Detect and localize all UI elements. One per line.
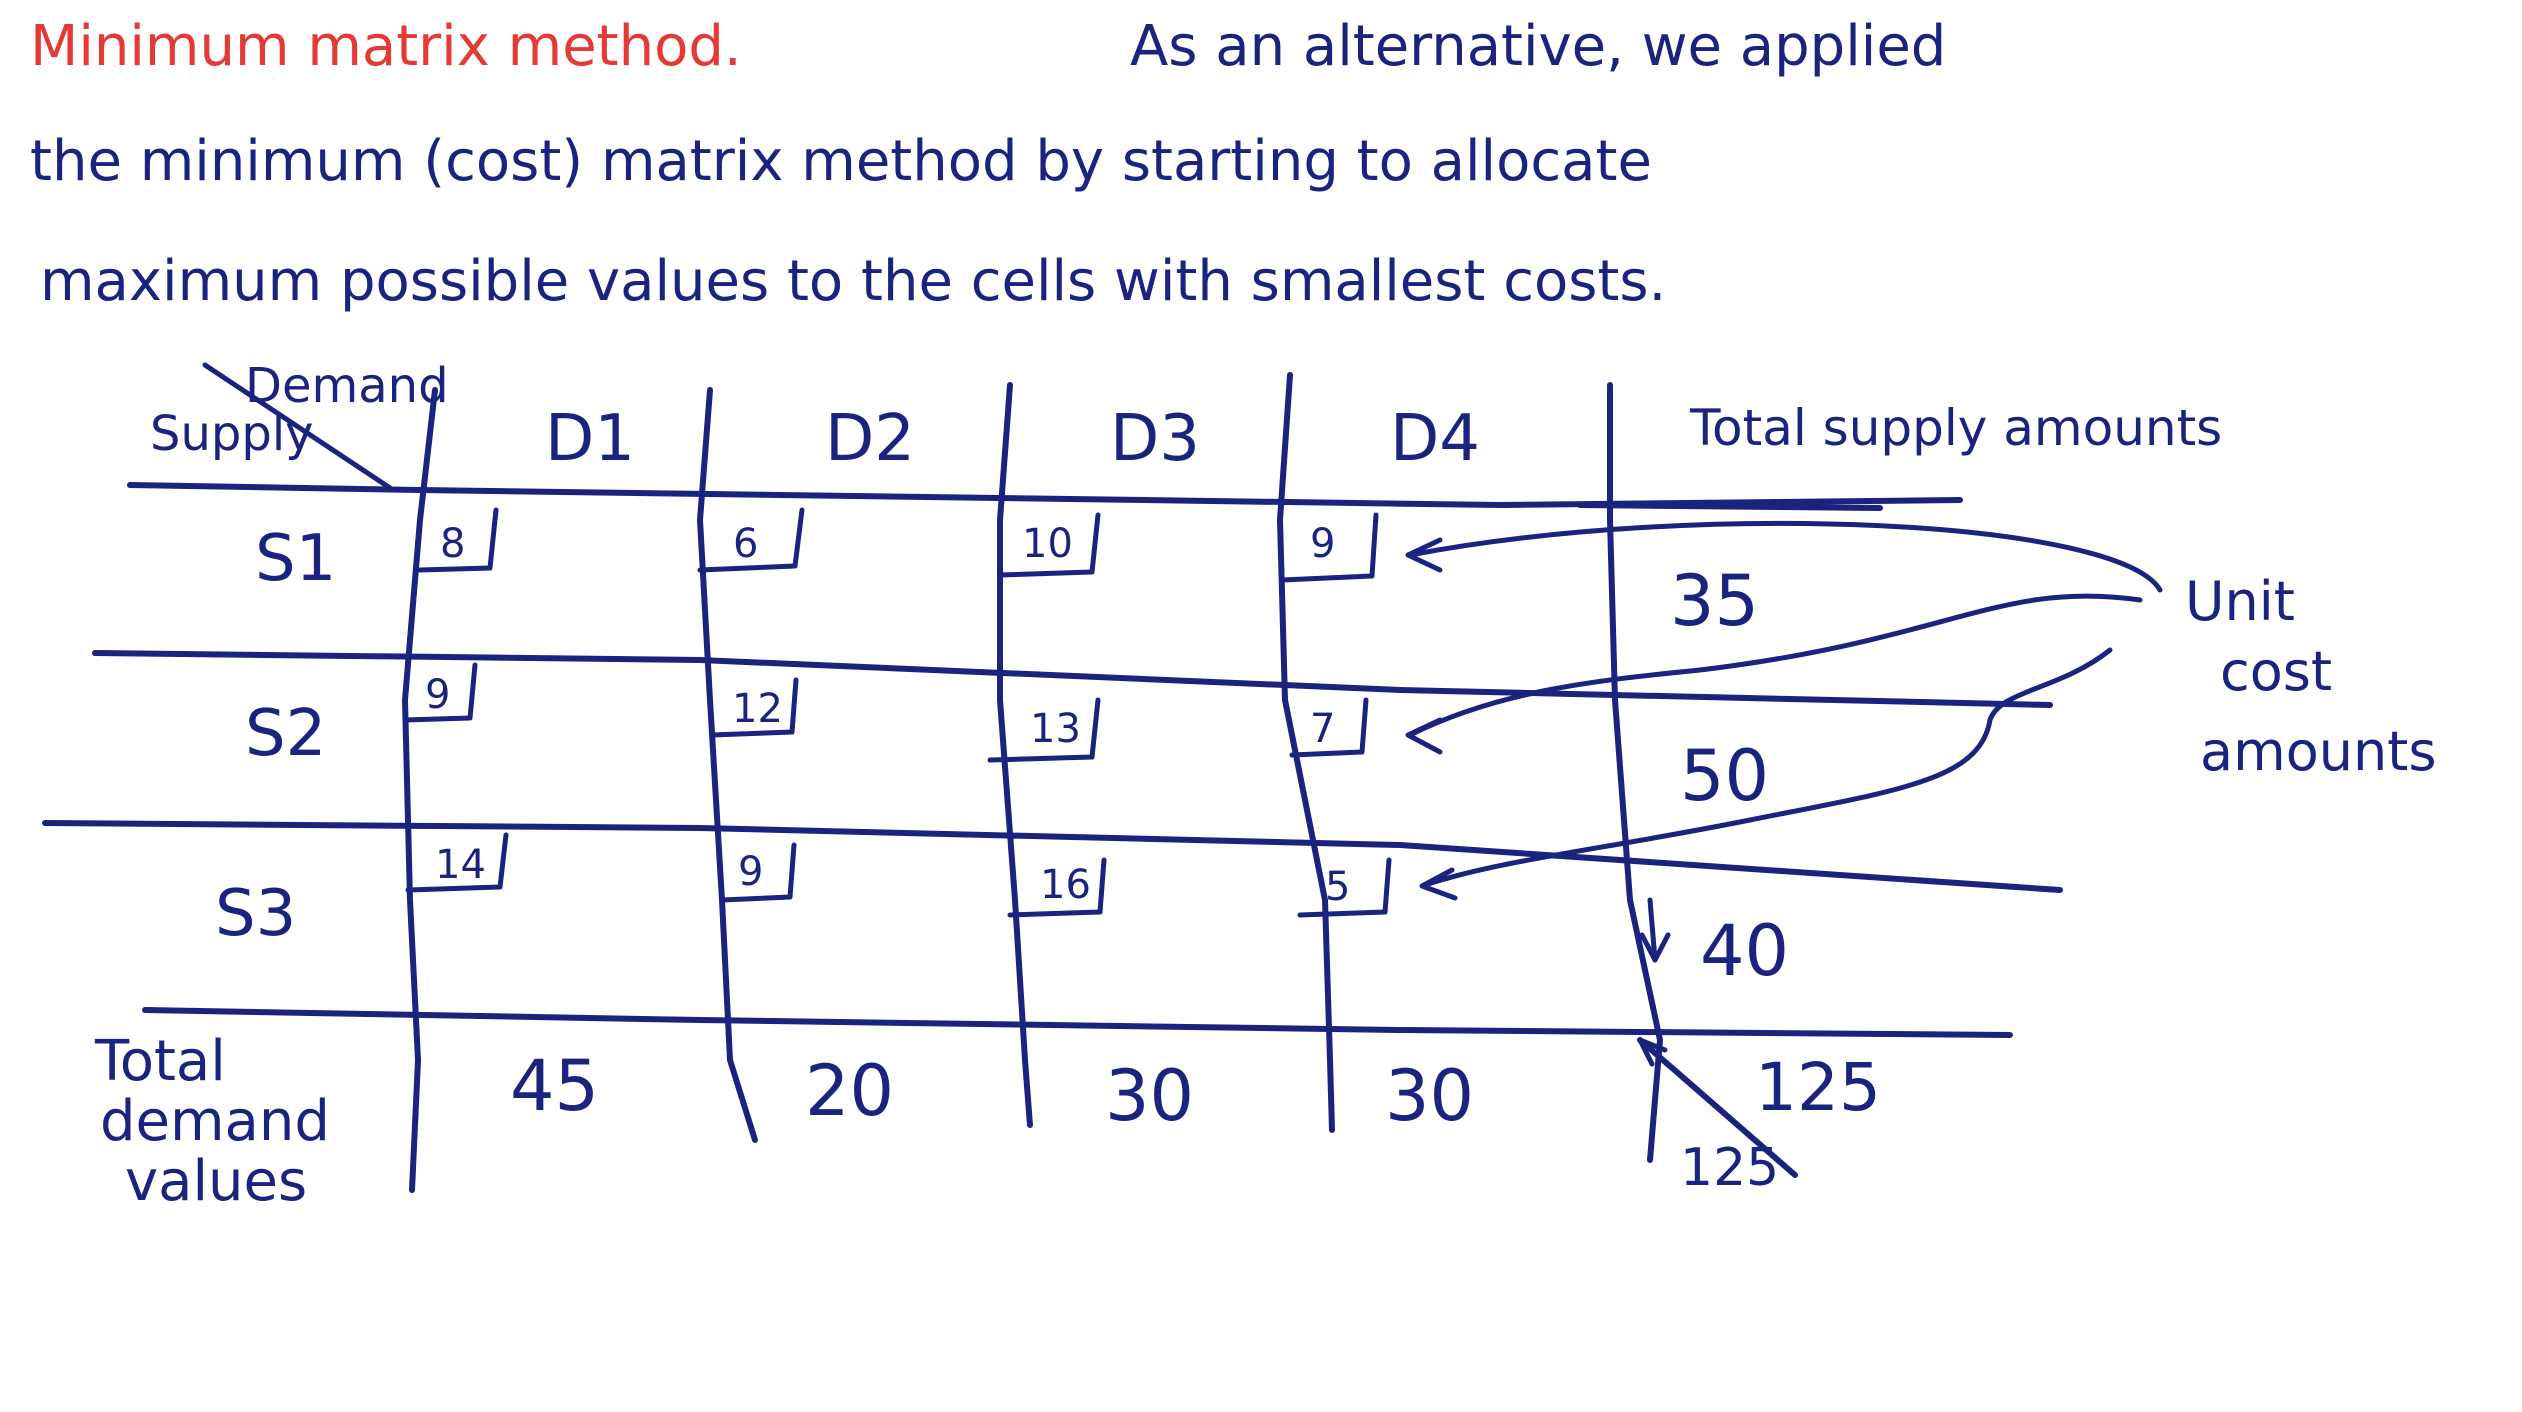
row-label-s1: S1: [255, 522, 336, 596]
demand-label-line3: values: [125, 1149, 307, 1214]
annotation-arrowhead-s3d4: [1419, 867, 1458, 901]
annotation-line1: Unit: [2185, 570, 2295, 633]
annotation-arrow-to-s3d4: [1422, 647, 2113, 888]
row-label-s3: S3: [215, 877, 296, 951]
supply-s1: 35: [1670, 560, 1759, 642]
demand-d3: 30: [1105, 1055, 1194, 1137]
cost-s1-d1: 8: [440, 521, 465, 567]
cost-s2-d2: 12: [732, 686, 783, 732]
cost-s1-d4: 9: [1310, 521, 1335, 567]
cost-box-s1-d2: [697, 507, 805, 573]
col-header-d4: D4: [1390, 402, 1480, 476]
annotation-arrowhead-s2d4: [1405, 717, 1443, 755]
cost-box-s2-d1: [402, 662, 478, 723]
row-label-s2: S2: [245, 697, 326, 771]
cost-s2-d1: 9: [425, 672, 450, 718]
demand-d2: 20: [805, 1050, 894, 1132]
grid-col-line-3: [997, 382, 1033, 1128]
annotation-arrowhead-s1d4: [1405, 537, 1443, 573]
cost-s3-d4: 5: [1325, 864, 1350, 910]
cost-s3-d1: 14: [435, 842, 486, 888]
col-header-d2: D2: [825, 402, 915, 476]
cost-s3-d3: 16: [1040, 862, 1091, 908]
corner-supply-label: Supply: [150, 406, 314, 462]
cost-box-s1-d3: [997, 512, 1101, 578]
intro-line-1: As an alternative, we applied: [1130, 14, 1946, 79]
grid-line-header: [127, 482, 1963, 508]
col-header-d3: D3: [1110, 402, 1200, 476]
supply-s2: 50: [1680, 735, 1769, 817]
cost-box-s2-d3: [987, 697, 1101, 763]
demand-label-line1: Total: [94, 1029, 226, 1094]
cost-s1-d3: 10: [1022, 521, 1073, 567]
intro-line-3: maximum possible values to the cells wit…: [40, 249, 1666, 314]
total-demand: 125: [1680, 1138, 1779, 1198]
corner-demand-label: Demand: [245, 358, 449, 414]
grid-line-row1: [92, 650, 2053, 708]
grid-col-line-2: [697, 387, 758, 1143]
supply-s3: 40: [1700, 910, 1789, 992]
cost-box-s3-d4: [1297, 857, 1392, 918]
cost-box-s3-d2: [719, 842, 797, 903]
total-supply: 125: [1755, 1049, 1881, 1126]
supply-header: Total supply amounts: [1689, 399, 2222, 457]
grid-line-header-scribble: [1577, 502, 1883, 511]
method-title: Minimum matrix method.: [30, 14, 742, 79]
corner-diagonal: [202, 362, 393, 491]
supply-s3-arrow-shaft: [1647, 897, 1658, 963]
cost-box-s1-d1: [417, 507, 499, 573]
grid-col-line-1: [402, 387, 438, 1193]
grid-col-line-supply: [1607, 382, 1663, 1163]
col-header-d1: D1: [545, 402, 635, 476]
annotation-arrow-to-s2d4: [1407, 593, 2143, 738]
grid-line-row3: [142, 1007, 2013, 1038]
demand-label-line2: demand: [100, 1089, 330, 1154]
total-diagonal-arrowhead: [1637, 1037, 1668, 1067]
annotation-line3: amounts: [2200, 720, 2437, 783]
grid-col-line-4: [1277, 372, 1335, 1133]
cost-s3-d2: 9: [738, 849, 763, 895]
cost-box-s1-d4: [1279, 512, 1379, 583]
grid-line-row2: [42, 820, 2063, 893]
demand-d1: 45: [510, 1045, 599, 1127]
supply-s3-arrow-head: [1639, 932, 1671, 963]
cost-box-s2-d2: [709, 677, 799, 738]
cost-box-s2-d4: [1289, 697, 1369, 758]
demand-d4: 30: [1385, 1055, 1474, 1137]
cost-box-s3-d3: [1007, 857, 1107, 918]
cost-box-s3-d1: [405, 832, 509, 893]
cost-s2-d4: 7: [1310, 706, 1335, 752]
cost-s2-d3: 13: [1030, 706, 1081, 752]
total-diagonal: [1637, 1037, 1798, 1178]
intro-line-2: the minimum (cost) matrix method by star…: [30, 129, 1652, 194]
cost-s1-d2: 6: [733, 521, 758, 567]
annotation-arrow-to-s1d4: [1407, 520, 2163, 593]
annotation-line2: cost: [2220, 640, 2332, 703]
